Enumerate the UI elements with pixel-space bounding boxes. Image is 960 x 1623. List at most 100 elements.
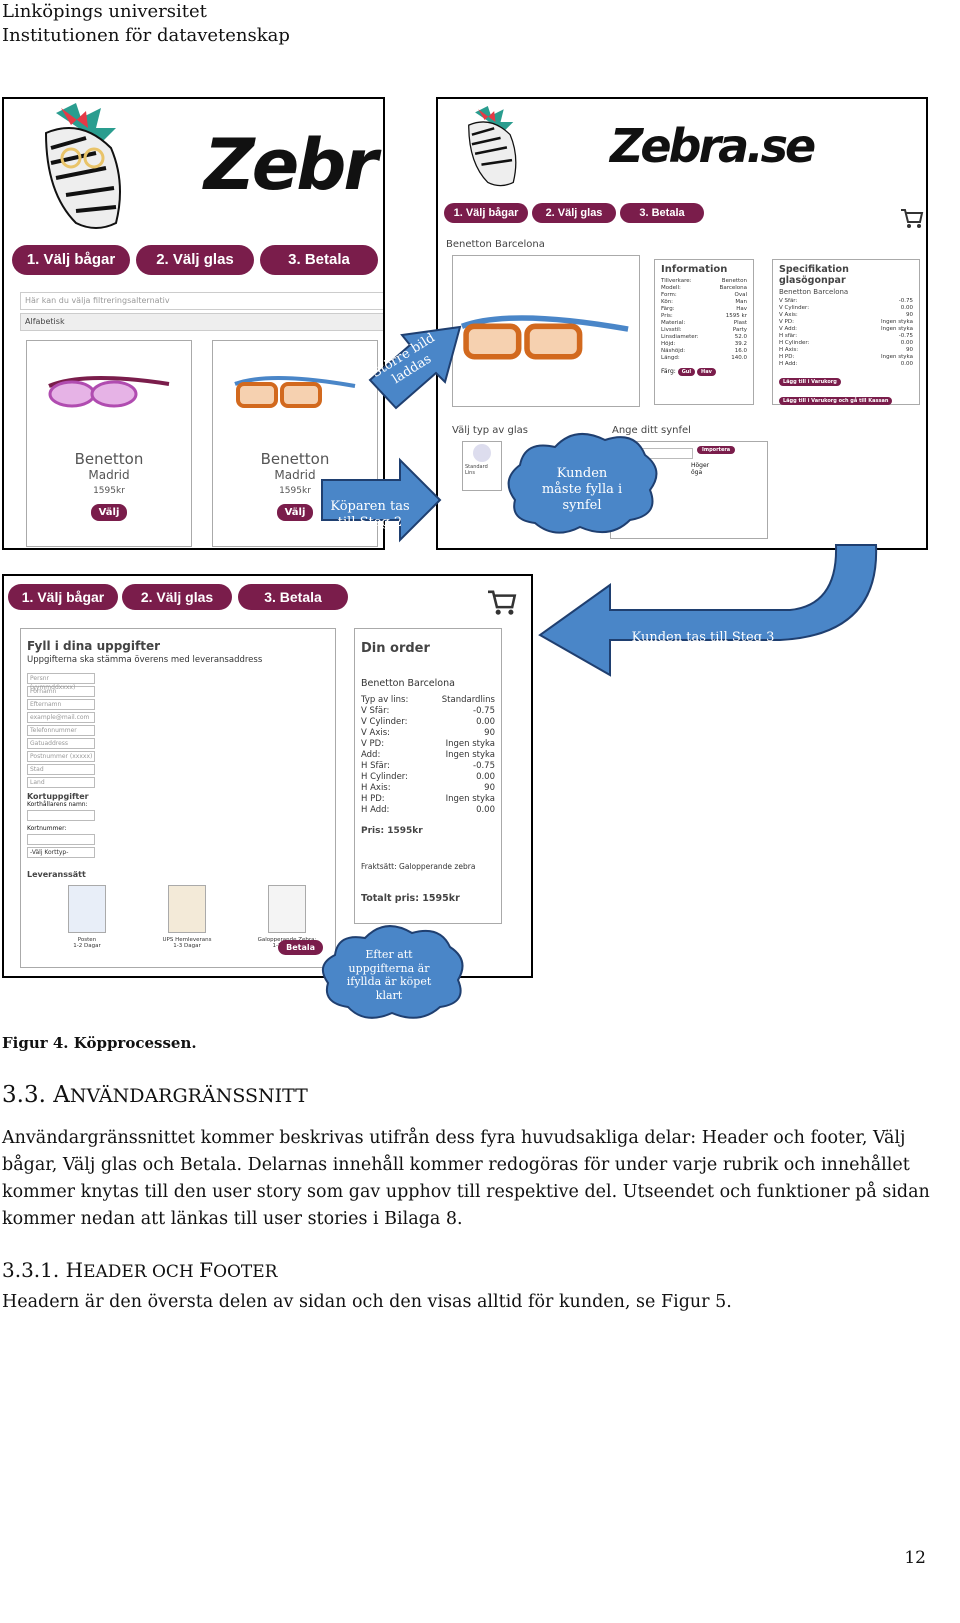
product-model: Madrid — [274, 468, 316, 482]
product-brand: Benetton — [260, 450, 330, 468]
delivery-name: UPS Hemleverans — [162, 937, 212, 943]
info-row: Färg:Hav — [661, 306, 747, 313]
step-2-button[interactable]: 2. Välj glas — [136, 245, 254, 275]
document-header: Linköpings universitet Institutionen för… — [2, 0, 290, 48]
form-field-input[interactable]: example@mail.com — [27, 712, 95, 723]
step-2-button[interactable]: 2. Välj glas — [122, 584, 232, 610]
info-label: Kön: — [661, 299, 674, 305]
order-value: 0.00 — [476, 717, 495, 727]
order-value: 0.00 — [476, 772, 495, 782]
card-type-select[interactable]: -Välj Korttyp- — [27, 847, 95, 858]
order-row: H Cylinder: 0.00 — [361, 772, 495, 783]
info-value: Barcelona — [719, 285, 747, 291]
add-to-cart-checkout-button[interactable]: Lägg till i Varukorg och gå till Kassan — [779, 397, 893, 405]
spec-title: Specifikation glasögonpar — [779, 264, 849, 286]
info-value: 39.2 — [734, 341, 747, 347]
pay-button[interactable]: Betala — [278, 940, 323, 955]
order-label: H Axis: — [361, 783, 391, 793]
order-row: H Add:0.00 — [361, 805, 495, 816]
section-number: 3.3. — [2, 1082, 46, 1108]
delivery-detail: 1-2 Dagar — [73, 943, 101, 949]
glasses-image — [48, 376, 170, 408]
cart-icon[interactable] — [900, 207, 924, 233]
form-field-input[interactable]: Postnummer (xxxxx) — [27, 751, 95, 762]
spec-value: 90 — [906, 347, 913, 353]
color-button-yellow[interactable]: Gul — [677, 368, 696, 376]
order-row: Typ av lins:Standardlins — [361, 695, 495, 706]
spec-value: -0.75 — [898, 298, 913, 304]
panel-pay: 1. Välj bågar 2. Välj glas 3. Betala Fyl… — [2, 574, 533, 978]
order-label: H Sfär: — [361, 761, 390, 771]
choose-button[interactable]: Välj — [90, 504, 128, 521]
subsection-w2-rest: OOTER — [213, 1262, 278, 1282]
form-field-input[interactable]: Förnamn — [27, 686, 95, 697]
step-1-button[interactable]: 1. Välj bågar — [12, 245, 130, 275]
subsection-w2-initial: F — [199, 1258, 214, 1282]
color-row: Färg: Gul Hav — [661, 368, 747, 376]
spec-value: 0.00 — [900, 305, 913, 311]
spec-value: Ingen styka — [881, 326, 913, 332]
step-2-button[interactable]: 2. Välj glas — [532, 203, 616, 223]
step-3-button[interactable]: 3. Betala — [260, 245, 378, 275]
sort-select[interactable]: Alfabetisk — [20, 313, 383, 331]
glass-option[interactable]: Standard Lins — [462, 441, 502, 491]
step-3-button[interactable]: 3. Betala — [238, 584, 348, 610]
product-model: Madrid — [88, 468, 130, 482]
subsection-w1-rest: EADER OCH — [83, 1262, 200, 1282]
info-label: Höjd: — [661, 341, 676, 347]
info-row: Längd:140.0 — [661, 355, 747, 362]
color-button-sea[interactable]: Hav — [697, 368, 716, 376]
choose-button[interactable]: Välj — [276, 504, 314, 521]
form-field-input[interactable]: Telefonnummer — [27, 725, 95, 736]
spec-row: H Axis:90 — [779, 347, 913, 354]
arrow-to-step3 — [538, 544, 878, 677]
filter-input[interactable]: Här kan du välja filtreringsalternativ — [20, 292, 383, 310]
import-button[interactable]: Importera — [697, 446, 736, 454]
spec-value: Ingen styka — [881, 354, 913, 360]
form-field-input[interactable]: Efternamn — [27, 699, 95, 710]
order-value: Ingen styka — [445, 750, 495, 760]
form-field-input[interactable]: Gatuaddress — [27, 738, 95, 749]
vision-title: Ange ditt synfel — [612, 425, 691, 436]
spec-row: V Add:Ingen styka — [779, 326, 913, 333]
order-value: Ingen styka — [445, 739, 495, 749]
spec-value: Ingen styka — [881, 319, 913, 325]
step-3-button[interactable]: 3. Betala — [620, 203, 704, 223]
order-label: V Axis: — [361, 728, 391, 738]
spec-value: 90 — [906, 312, 913, 318]
subsection-w1-initial: H — [65, 1258, 84, 1282]
form-field-input[interactable]: Persnr (yymmddxxxx) — [27, 673, 95, 691]
section-paragraph: Användargränssnittet kommer beskrivas ut… — [2, 1128, 930, 1229]
info-value: 52.0 — [734, 334, 747, 340]
info-row: Form:Oval — [661, 292, 747, 299]
product-card[interactable]: Benetton Madrid 1595kr Välj — [26, 340, 192, 547]
step-1-button[interactable]: 1. Välj bågar — [8, 584, 118, 610]
figure-purchase-process: Zebr 1. Välj bågar 2. Välj glas 3. Betal… — [0, 95, 960, 1050]
glass-type-title: Välj typ av glas — [452, 425, 528, 436]
form-field-input[interactable]: Land — [27, 777, 95, 788]
card-holder-input[interactable] — [27, 810, 95, 821]
info-value: Hav — [736, 306, 747, 312]
card-number-label: Kortnummer: — [27, 825, 67, 832]
info-value: 1595 kr — [725, 313, 747, 319]
info-row: Näshöjd:16.0 — [661, 348, 747, 355]
order-total: Totalt pris: 1595kr — [361, 893, 460, 904]
order-label: H Cylinder: — [361, 772, 409, 782]
add-to-cart-button[interactable]: Lägg till i Varukorg — [779, 378, 841, 386]
spec-label: H PD: — [779, 354, 795, 360]
arrow-to-step2 — [321, 457, 442, 543]
step-1-button[interactable]: 1. Välj bågar — [444, 203, 528, 223]
annotation-arrows — [321, 325, 878, 1019]
spec-value: -0.75 — [898, 333, 913, 339]
card-number-input[interactable] — [27, 834, 95, 845]
delivery-logo-icon — [168, 885, 206, 933]
cloud-done — [321, 925, 464, 1019]
info-label: Pris: — [661, 313, 673, 319]
cart-icon[interactable] — [486, 588, 518, 620]
form-field-input[interactable]: Stad — [27, 764, 95, 775]
spec-label: V Axis: — [779, 312, 798, 318]
